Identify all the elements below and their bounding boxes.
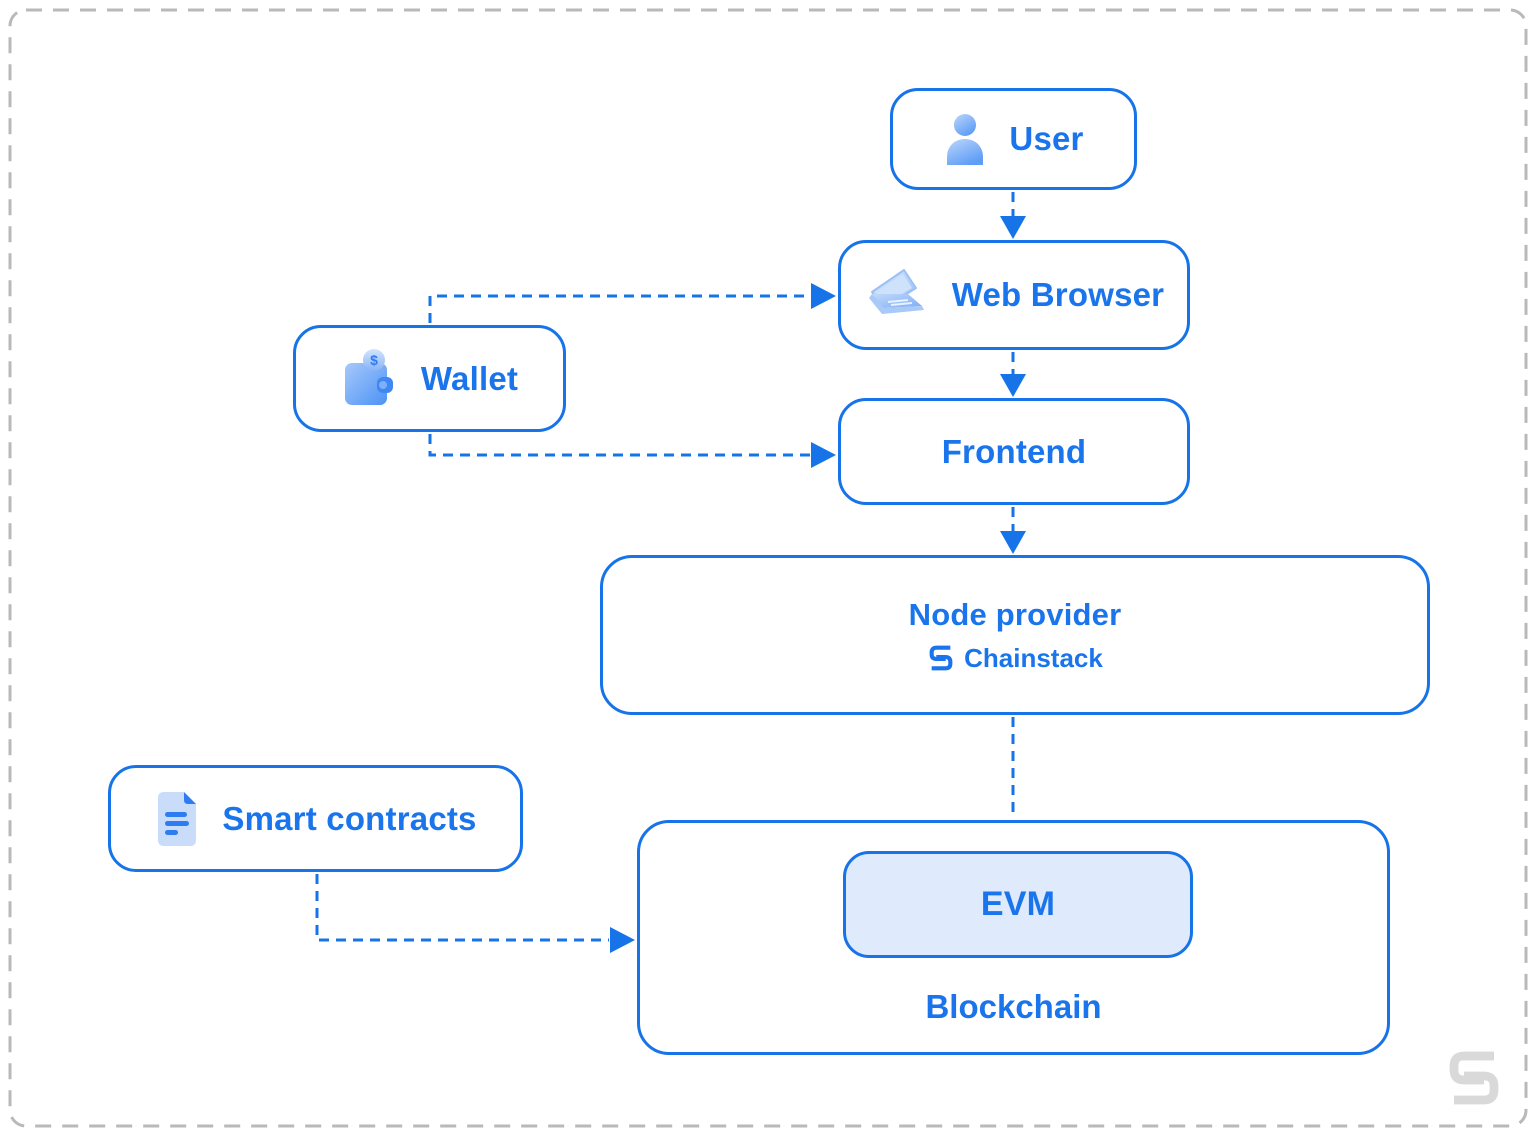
node-wallet: $ Wallet xyxy=(293,325,566,432)
node-smart-contracts: Smart contracts xyxy=(108,765,523,872)
node-frontend: Frontend xyxy=(838,398,1190,505)
arrowhead-right-icon xyxy=(610,927,635,953)
document-icon xyxy=(158,791,197,846)
node-label: Blockchain xyxy=(925,988,1102,1025)
node-web-browser: Web Browser xyxy=(838,240,1190,350)
node-label: Smart contracts xyxy=(222,799,477,837)
laptop-icon xyxy=(868,269,924,314)
wallet-icon: $ xyxy=(344,348,393,405)
node-label: Wallet xyxy=(420,359,519,397)
edge-wallet-webbrowser xyxy=(428,294,810,323)
svg-text:$: $ xyxy=(370,352,378,368)
node-label: Node provider xyxy=(908,596,1122,632)
brand-label: Chainstack xyxy=(964,642,1103,673)
edge-wallet-frontend xyxy=(428,434,810,457)
chainstack-watermark-logo xyxy=(1449,1051,1499,1105)
arrowhead-down-icon xyxy=(1000,374,1026,397)
chainstack-logo xyxy=(929,645,953,671)
arrowhead-down-icon xyxy=(1000,216,1026,239)
brand-row: Chainstack xyxy=(927,643,1103,674)
outer-dashed-border xyxy=(8,8,1528,1128)
node-user: User xyxy=(890,88,1137,190)
arrowhead-down-icon xyxy=(1000,531,1026,554)
node-label: EVM xyxy=(980,885,1056,923)
node-node-provider: Node provider Chainstack xyxy=(600,555,1430,715)
node-evm: EVM xyxy=(843,851,1193,958)
user-icon xyxy=(947,114,984,165)
arrowhead-right-icon xyxy=(811,283,836,309)
edge-smartcontracts-blockchain xyxy=(315,874,609,942)
node-label: Web Browser xyxy=(951,276,1165,313)
node-label: Frontend xyxy=(941,432,1087,470)
arrowhead-right-icon xyxy=(811,442,836,468)
node-label: User xyxy=(1009,120,1084,157)
node-blockchain: EVM Blockchain xyxy=(637,820,1390,1055)
